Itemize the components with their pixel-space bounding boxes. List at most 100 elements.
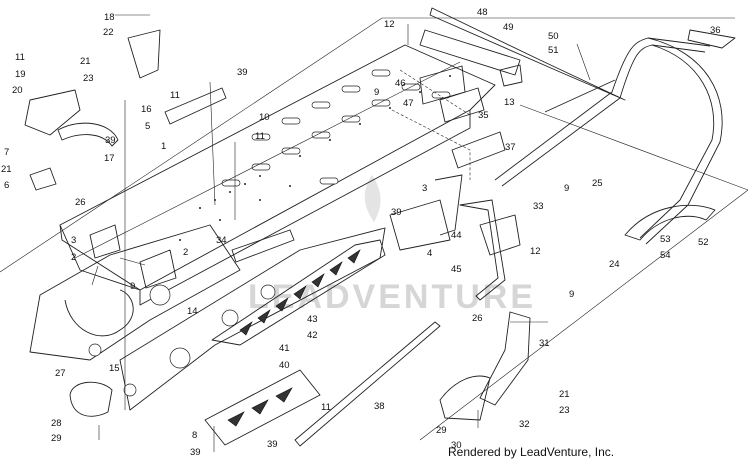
step-plate <box>204 369 321 446</box>
callout-18: 18 <box>104 12 115 23</box>
callout-26: 26 <box>472 313 483 324</box>
callout-16: 16 <box>141 104 152 115</box>
tunnel <box>59 44 496 306</box>
callout-9: 9 <box>569 289 574 300</box>
callout-35: 35 <box>478 110 489 121</box>
callout-53: 53 <box>660 234 671 245</box>
callout-39: 39 <box>267 439 278 450</box>
callout-11: 11 <box>255 131 265 142</box>
callout-6: 6 <box>4 180 9 191</box>
callout-15: 15 <box>109 363 120 374</box>
callout-39: 39 <box>237 67 248 78</box>
left-side-panel <box>29 224 241 361</box>
callout-37: 37 <box>505 142 516 153</box>
callout-42: 42 <box>307 330 318 341</box>
callout-19: 19 <box>15 69 26 80</box>
callout-39: 39 <box>190 447 201 458</box>
callout-39: 39 <box>105 135 116 146</box>
callout-10: 10 <box>259 112 270 123</box>
arm-45 <box>459 199 506 301</box>
assembly-outline <box>0 17 749 441</box>
callout-9: 9 <box>130 281 135 292</box>
bracket-13 <box>499 64 523 87</box>
callout-23: 23 <box>83 73 94 84</box>
slider-46-47 <box>419 65 485 123</box>
strap-17 <box>57 122 119 147</box>
callout-2: 2 <box>183 247 188 258</box>
callout-38: 38 <box>374 401 385 412</box>
callout-22: 22 <box>103 27 114 38</box>
callout-21: 21 <box>80 56 91 67</box>
callout-43: 43 <box>307 314 318 325</box>
callout-24: 24 <box>609 259 620 270</box>
callout-25: 25 <box>592 178 603 189</box>
callout-17: 17 <box>104 153 115 164</box>
callout-23: 23 <box>559 405 570 416</box>
callout-20: 20 <box>12 85 23 96</box>
bracket-2 <box>89 224 177 289</box>
long-rail <box>294 321 441 447</box>
callout-21: 21 <box>559 389 570 400</box>
callout-27: 27 <box>55 368 66 379</box>
callout-34: 34 <box>216 235 227 246</box>
callout-47: 47 <box>403 98 414 109</box>
running-board-cutouts <box>239 249 361 336</box>
callout-52: 52 <box>698 237 709 248</box>
callout-2: 2 <box>71 252 76 263</box>
callout-36: 36 <box>710 25 721 36</box>
callout-26: 26 <box>75 197 86 208</box>
bar-48 <box>419 7 626 101</box>
callout-3: 3 <box>422 183 427 194</box>
callout-11: 11 <box>170 90 180 101</box>
callout-4: 4 <box>427 248 432 259</box>
callout-32: 32 <box>519 419 530 430</box>
callout-9: 9 <box>564 183 569 194</box>
callout-31: 31 <box>539 338 550 349</box>
bracket-19 <box>24 89 81 136</box>
callout-33: 33 <box>533 201 544 212</box>
plate-12 <box>479 214 521 256</box>
callout-7: 7 <box>4 147 9 158</box>
callout-41: 41 <box>279 343 290 354</box>
callout-48: 48 <box>477 7 488 18</box>
bracket-4 <box>389 174 463 251</box>
callout-13: 13 <box>504 97 515 108</box>
callout-50: 50 <box>548 31 559 42</box>
bracket-5 <box>164 87 227 125</box>
credit-text: Rendered by LeadVenture, Inc. <box>448 445 614 459</box>
callout-14: 14 <box>187 306 198 317</box>
callout-29: 29 <box>51 433 62 444</box>
watermark-text: LEADVENTURE <box>248 278 536 316</box>
tunnel-slots <box>221 69 451 187</box>
hinge-31 <box>479 311 531 406</box>
slider-37 <box>451 131 506 169</box>
callout-40: 40 <box>279 360 290 371</box>
callout-39: 39 <box>391 207 402 218</box>
callout-45: 45 <box>451 264 462 275</box>
callout-12: 12 <box>384 19 395 30</box>
bracket-34 <box>231 229 295 263</box>
callout-3: 3 <box>71 235 76 246</box>
callout-54: 54 <box>660 250 671 261</box>
callout-1: 1 <box>161 141 166 152</box>
callout-11: 11 <box>15 52 25 63</box>
callout-12: 12 <box>530 246 541 257</box>
rear-flap <box>624 204 716 241</box>
callout-9: 9 <box>374 87 379 98</box>
skid-28 <box>69 381 113 417</box>
callout-21: 21 <box>1 164 12 175</box>
callout-8: 8 <box>192 430 197 441</box>
callout-51: 51 <box>548 45 559 56</box>
rear-bumper <box>494 29 736 245</box>
foot-30 <box>439 375 491 421</box>
callout-29: 29 <box>436 425 447 436</box>
leader-lines <box>91 14 591 452</box>
callout-44: 44 <box>451 230 462 241</box>
running-board <box>211 239 386 346</box>
callout-5: 5 <box>145 121 150 132</box>
callout-11: 11 <box>321 402 331 413</box>
callout-30: 30 <box>451 440 462 451</box>
bracket-22 <box>127 29 161 79</box>
callouts: 1 2 2 3 3 4 5 6 7 8 9 9 9 9 10 11 11 11 … <box>1 7 721 458</box>
